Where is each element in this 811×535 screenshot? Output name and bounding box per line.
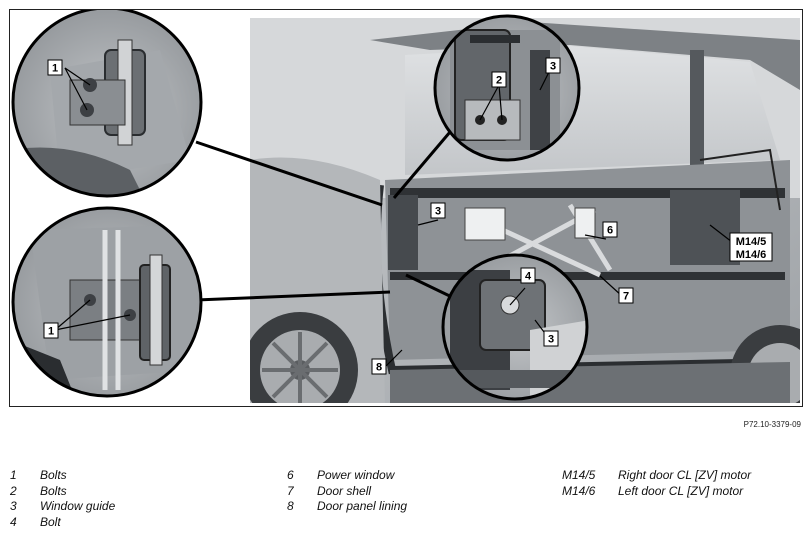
- legend-key: M14/6: [562, 483, 596, 498]
- legend-description: Left door CL [ZV] motor: [618, 483, 744, 498]
- svg-text:4: 4: [525, 271, 532, 283]
- svg-text:1: 1: [48, 326, 54, 338]
- figure-reference-id: P72.10-3379-09: [743, 420, 801, 429]
- legend-row: 6 Power window: [287, 468, 407, 484]
- legend-row: 7 Door shell: [287, 484, 407, 500]
- svg-text:7: 7: [623, 291, 629, 303]
- legend-key: 7: [287, 483, 294, 498]
- legend-key: 1: [10, 468, 17, 482]
- legend-key: 4: [10, 514, 17, 529]
- callout-power-window-6: 6: [602, 221, 618, 238]
- callout-window-guide-3-bottom: 3: [543, 330, 559, 347]
- svg-text:3: 3: [435, 206, 441, 218]
- legend-row: 8 Door panel lining: [287, 499, 407, 515]
- legend-key: 3: [10, 499, 17, 513]
- svg-text:6: 6: [607, 225, 613, 237]
- callout-door-shell-7: 7: [618, 287, 634, 304]
- svg-text:3: 3: [548, 334, 554, 346]
- svg-text:2: 2: [496, 75, 502, 87]
- callout-bolt-4: 4: [520, 267, 536, 284]
- callout-bolts-1-top: 1: [47, 59, 63, 76]
- legend-key: 8: [287, 499, 294, 513]
- svg-text:M14/6: M14/6: [736, 249, 767, 261]
- callout-motors: M14/5 M14/6: [729, 232, 773, 262]
- zoom-detail-bolt: [441, 253, 589, 401]
- legend-key: 6: [287, 468, 294, 482]
- callout-window-guide-3-mid: 3: [430, 202, 446, 219]
- svg-text:3: 3: [550, 61, 556, 73]
- legend-column-2: 6 Power window 7 Door shell 8 Door panel lini…: [287, 468, 407, 515]
- zoom-detail-top-hinge: [11, 10, 203, 198]
- legend-row: M14/5 Right door CL [ZV] motor: [562, 468, 751, 484]
- legend-key: 2: [10, 483, 17, 498]
- callout-bolts-1-bottom: 1: [43, 322, 59, 339]
- zoom-detail-bottom-hinge: [11, 206, 203, 398]
- callout-leaders: [54, 67, 733, 368]
- callout-panel-lining-8: 8: [371, 358, 387, 375]
- legend-row: 1 Bolts: [10, 468, 115, 484]
- svg-text:1: 1: [52, 63, 58, 75]
- legend-description: Door panel lining: [317, 499, 408, 513]
- callout-window-guide-3-top: 3: [545, 57, 561, 74]
- legend-row: 3 Window guide: [10, 499, 115, 515]
- legend-row: 2 Bolts: [10, 484, 115, 500]
- legend-key: M14/5: [562, 468, 596, 482]
- legend-description: Right door CL [ZV] motor: [618, 468, 752, 482]
- legend-description: Bolts: [40, 468, 67, 482]
- legend-description: Door shell: [317, 483, 372, 498]
- legend-description: Window guide: [40, 499, 116, 513]
- callout-bolts-2: 2: [491, 71, 507, 88]
- zoom-detail-window-guide: [433, 14, 581, 162]
- technical-illustration: 1 1 2 3 3 4 3 6 7 8 M14/5 M14/6: [9, 9, 803, 407]
- legend-description: Bolt: [40, 514, 61, 529]
- legend-row: 4 Bolt: [10, 515, 115, 531]
- svg-text:M14/5: M14/5: [736, 236, 767, 248]
- svg-text:8: 8: [376, 362, 382, 374]
- legend-description: Power window: [317, 468, 395, 482]
- legend-description: Bolts: [40, 483, 67, 498]
- legend-row: M14/6 Left door CL [ZV] motor: [562, 484, 751, 500]
